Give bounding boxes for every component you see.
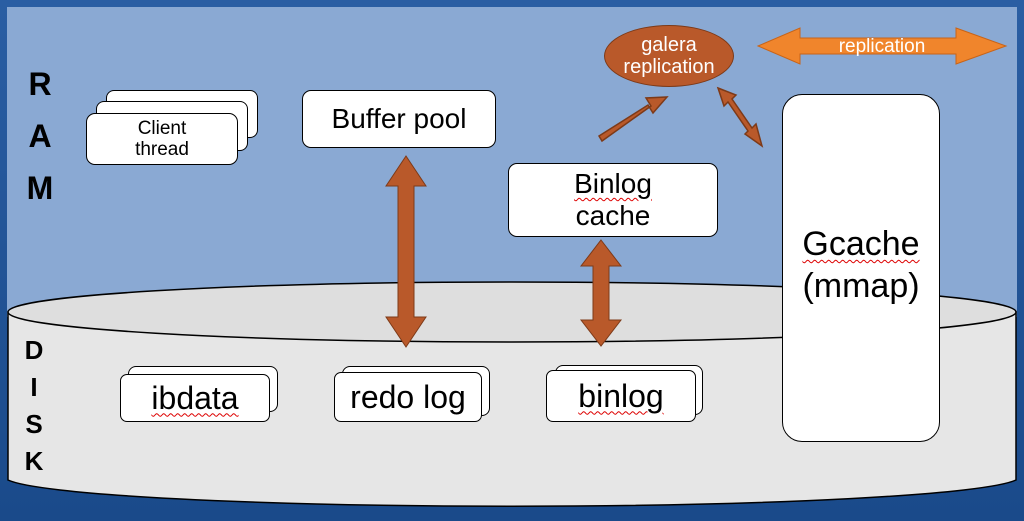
disk-letter-k: K — [24, 446, 44, 476]
disk-letter-d: D — [24, 335, 44, 365]
client-thread-line1: Client — [137, 118, 187, 139]
binlogcache-galera-arrow — [597, 96, 669, 143]
galera-gcache-arrow — [716, 86, 764, 148]
galera-line2: replication — [623, 56, 715, 78]
binlog-cache-box: Binlog cache — [508, 163, 718, 237]
gcache-line1: Gcache — [802, 225, 920, 263]
binlog-cache-line2: cache — [575, 200, 651, 231]
gcache-box: Gcache (mmap) — [782, 94, 940, 442]
binlog-cache-line1: Binlog — [574, 168, 652, 199]
replication-label: replication — [838, 36, 926, 57]
disk-letter-i: I — [30, 372, 38, 402]
gcache-line2: (mmap) — [802, 267, 920, 305]
galera-line1: galera — [641, 34, 697, 56]
client-thread-line2: thread — [135, 139, 189, 160]
client-thread-box: Client thread — [86, 113, 238, 165]
ram-letter-a: A — [28, 118, 52, 154]
binlogcache-binlog-arrow — [579, 239, 623, 347]
ram-letter-r: R — [28, 66, 52, 102]
buffer-pool-label: Buffer pool — [331, 103, 467, 134]
binlog-box: binlog — [546, 370, 696, 422]
redo-log-box: redo log — [334, 372, 482, 422]
disk-top-ellipse — [7, 281, 1017, 343]
galera-replication-ellipse: galera replication — [604, 25, 734, 87]
ibdata-label: ibdata — [151, 379, 239, 416]
ibdata-box: ibdata — [120, 374, 270, 422]
disk-letter-s: S — [25, 409, 43, 439]
bufferpool-redolog-arrow — [385, 155, 427, 348]
replication-arrow — [756, 27, 1008, 65]
redo-log-label: redo log — [350, 378, 466, 415]
binlog-label: binlog — [578, 377, 664, 414]
buffer-pool-box: Buffer pool — [302, 90, 496, 148]
ram-letter-m: M — [26, 170, 54, 206]
